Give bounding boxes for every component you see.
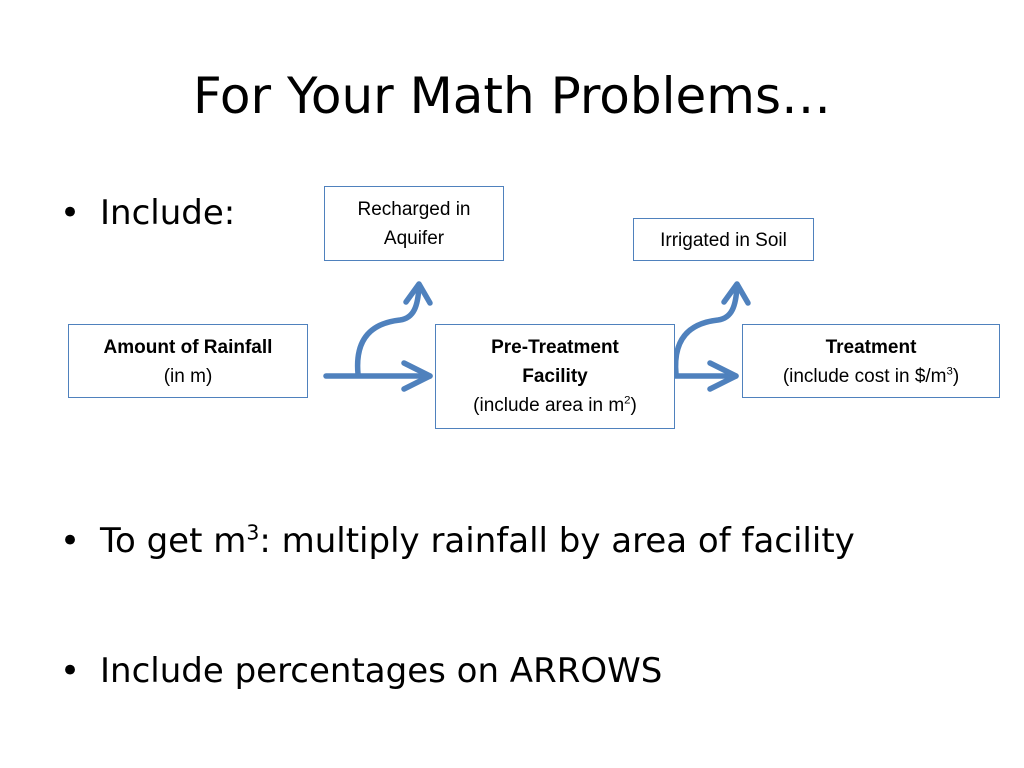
bullet-get-m3-superscript: 3	[246, 520, 260, 545]
pretreatment-detail-superscript: 2	[624, 394, 631, 407]
bullet-percentages-text: Include percentages on ARROWS	[100, 651, 663, 691]
treatment-title: Treatment	[825, 337, 917, 358]
slide-title: For Your Math Problems…	[192, 67, 832, 125]
recharged-line-1: Recharged in	[357, 199, 471, 220]
bullet-get-m3-suffix: : multiply rainfall by area of facility	[259, 521, 855, 561]
treatment-detail-superscript: 3	[946, 365, 953, 378]
box-recharged-in-aquifer: Recharged in Aquifer	[324, 186, 504, 261]
treatment-detail-suffix: )	[952, 366, 960, 387]
arrowhead-pretreatment-to-treatment	[707, 360, 739, 392]
arrowhead-branch-to-soil	[721, 281, 751, 306]
bullet-get-m3-prefix: To get m	[100, 521, 247, 561]
bullet-glyph: •	[60, 193, 81, 233]
recharged-line-2: Aquifer	[383, 228, 445, 249]
arrowhead-rainfall-to-pretreatment	[401, 360, 433, 392]
bullet-glyph: •	[60, 521, 81, 561]
box-irrigated-in-soil: Irrigated in Soil	[633, 218, 814, 261]
irrigated-label: Irrigated in Soil	[660, 230, 787, 251]
box-amount-of-rainfall: Amount of Rainfall (in m)	[68, 324, 308, 398]
pretreatment-detail: (include area in m2)	[436, 391, 674, 420]
bullet-glyph: •	[60, 651, 81, 691]
arrowhead-branch-to-aquifer	[403, 281, 433, 306]
rainfall-detail: (in m)	[163, 366, 213, 387]
bullet-include: • Include:	[60, 190, 235, 236]
treatment-detail-prefix: (include cost in $/m	[782, 366, 947, 387]
arrow-branch-to-aquifer	[354, 283, 422, 377]
pretreatment-detail-suffix: )	[630, 395, 637, 416]
bullet-percentages: • Include percentages on ARROWS	[60, 648, 662, 694]
treatment-detail: (include cost in $/m3)	[743, 362, 999, 391]
pretreatment-title-line-1: Pre-Treatment	[491, 337, 619, 358]
rainfall-title: Amount of Rainfall	[103, 337, 273, 358]
bullet-include-text: Include:	[100, 193, 236, 233]
pretreatment-detail-prefix: (include area in m	[473, 395, 625, 416]
pretreatment-title-line-2: Facility	[522, 366, 588, 387]
bullet-get-m3: • To get m3: multiply rainfall by area of…	[60, 518, 855, 564]
box-pre-treatment-facility: Pre-Treatment Facility (include area in …	[435, 324, 675, 429]
box-treatment: Treatment (include cost in $/m3)	[742, 324, 1000, 398]
arrow-branch-to-soil	[672, 283, 740, 377]
